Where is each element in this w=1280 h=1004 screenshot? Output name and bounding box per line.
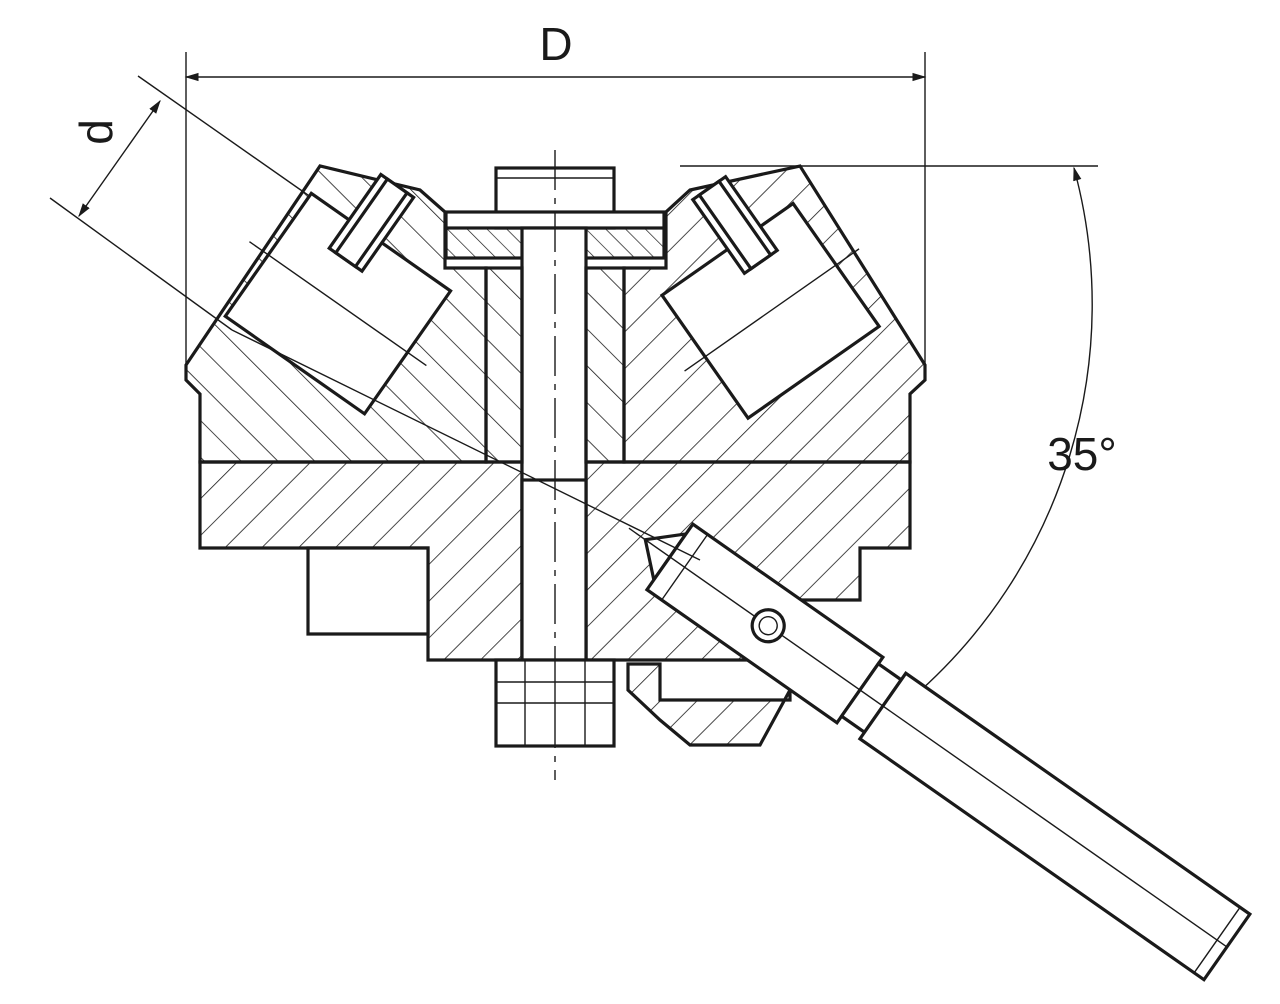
extension-line-d-2 [49, 197, 233, 331]
roller-right-pin [690, 174, 780, 276]
dimension-D: D [184, 18, 927, 365]
label-d: d [70, 119, 122, 145]
dimension-angle: 35° [680, 165, 1117, 699]
lower-right-block [626, 662, 792, 747]
bolt-hatch-right [584, 266, 626, 464]
dimension-d: d [49, 75, 336, 331]
diagonal-axis [231, 329, 701, 561]
bolt-lower [520, 478, 588, 662]
nut [494, 658, 616, 748]
handle [628, 521, 1253, 982]
roller-left-pin [327, 172, 416, 274]
handle-axis [628, 527, 1228, 948]
label-angle: 35° [1047, 428, 1117, 480]
pivot-pin [750, 608, 786, 644]
angle-arc [910, 166, 1093, 699]
dimension-line-d [78, 99, 161, 218]
base-step [306, 546, 430, 636]
bolt-hatch-left [484, 266, 524, 464]
roller-right-axis [684, 248, 860, 372]
label-D: D [539, 18, 572, 70]
roller-left-axis [249, 241, 427, 367]
